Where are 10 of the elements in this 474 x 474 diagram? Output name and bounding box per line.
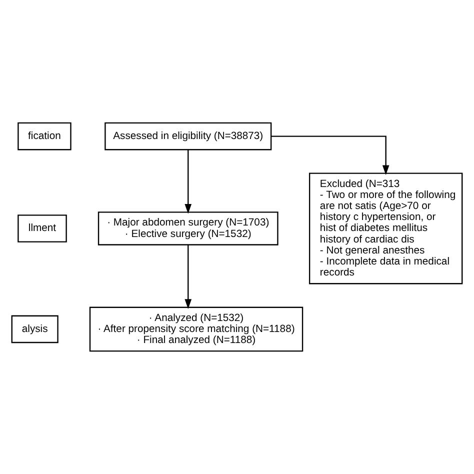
node-box: llment: [18, 214, 67, 242]
node-box: fication: [18, 122, 72, 150]
node-box: alysis: [11, 315, 58, 344]
arrow: [271, 136, 390, 176]
node-box: · Major abdomen surgery (N=1703) · Elective surgery (N=1532): [98, 212, 278, 246]
arrow: [184, 150, 192, 214]
node-box: · Analyzed (N=1532) · After propensity score matching (N=1188) · Final analyzed (N=1188): [89, 306, 304, 352]
arrow: [184, 244, 192, 309]
node-box: Excluded (N=313 - Two or more of the following are not satis (Age>70 or history c hypertension, or hist of diabetes mellitus history of cardiac dis - Not general anesthes - Incomplete data in medical records: [308, 172, 463, 284]
node-box: Assessed in eligibility (N=38873): [104, 122, 272, 150]
